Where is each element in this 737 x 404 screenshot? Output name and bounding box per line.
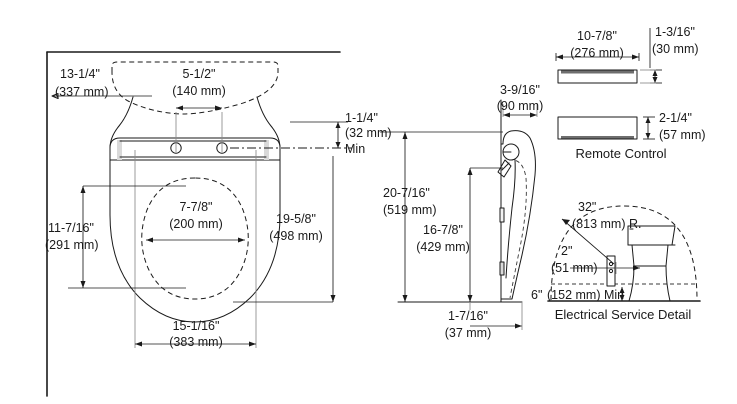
arrow-min-height-down (619, 295, 625, 301)
dim-total-height-imperial: 20-7/16" (383, 186, 430, 200)
dim-bowl-width-metric: (200 mm) (169, 217, 222, 231)
remote-control-group: 10-7/8" (276 mm) 1-3/16" (30 mm) 2-1/4" … (555, 25, 706, 161)
seat-side-inner-dashed (508, 159, 527, 299)
dim-seat-height-imperial: 16-7/8" (423, 223, 463, 237)
dim-wall-to-seat-metric: (337 mm) (55, 85, 108, 99)
arrow-bowl-width-right (238, 237, 245, 243)
seat-side-profile (500, 130, 536, 300)
arrow-bowl-length-bottom (80, 281, 86, 288)
toilet-bowl-right (665, 265, 671, 302)
dim-overall-width-imperial: 15-1/16" (173, 319, 220, 333)
remote-top-plate-shading (561, 70, 634, 74)
electrical-service-caption: Electrical Service Detail (555, 307, 692, 322)
dim-overall-width-metric: (383 mm) (169, 335, 222, 349)
remote-control-caption: Remote Control (575, 146, 666, 161)
dim-bowl-width-imperial: 7-7/8" (180, 200, 213, 214)
outlet-socket-lower (608, 268, 614, 274)
dim-radius-metric: (813 mm) R. (572, 217, 641, 231)
electrical-service-group: 32" (813 mm) R. 2" (51 mm) 6" (152 mm) M… (531, 200, 701, 322)
arrow-min-height-up (619, 287, 625, 293)
remote-body-shading (561, 136, 634, 139)
bowl-opening-dashed (141, 177, 249, 300)
dim-remote-width-metric: (276 mm) (570, 46, 623, 60)
dim-remote-plate-thickness-imperial: 1-3/16" (655, 25, 695, 39)
dim-bowl-length-metric: (291 mm) (45, 238, 98, 252)
electrical-outlet-box (606, 255, 616, 287)
toilet-tank-outline (627, 225, 676, 267)
arrow-depth-right (530, 112, 537, 118)
arrow-remote-width-right (632, 54, 639, 60)
top-view-group: 13-1/4" (337 mm) 5-1/2" (140 mm) 1-1/4" … (45, 51, 392, 397)
arrow-offset-right (633, 265, 640, 271)
outlet-socket-upper (608, 261, 614, 267)
arrow-bolt-spacing-left (176, 105, 183, 111)
dim-bowl-length-imperial: 11-7/16" (48, 221, 94, 235)
arrow-remote-plate-up (652, 70, 658, 76)
dim-bolt-spacing-metric: (140 mm) (172, 84, 225, 98)
dim-remote-body-thickness-metric: (57 mm) (659, 128, 706, 142)
hinge-plate-shadow-left (117, 140, 122, 160)
seat-outer-outline (109, 159, 281, 323)
arrow-min-up (335, 122, 341, 128)
hinge-plate-shadow-right (264, 140, 269, 160)
dim-base-offset-imperial: 1-7/16" (448, 309, 488, 323)
tank-outline-dashed (111, 61, 279, 115)
dim-overall-length-imperial: 19-5/8" (276, 212, 316, 226)
dim-wall-to-seat-imperial: 13-1/4" (60, 67, 100, 81)
arrow-bolt-spacing-right (215, 105, 222, 111)
dim-overall-length-metric: (498 mm) (269, 229, 322, 243)
dim-min-clearance-metric: (32 mm) (345, 126, 392, 140)
arrow-remote-width-left (556, 54, 563, 60)
arrow-remote-body-up (645, 117, 651, 123)
dim-remote-width-imperial: 10-7/8" (577, 29, 617, 43)
arrow-overall-width-left (135, 341, 142, 347)
nozzle-line (501, 162, 510, 171)
side-view-group: 3-9/16" (90 mm) 20-7/16" (519 mm) 16-7/8… (380, 83, 543, 340)
arrow-min-down (335, 142, 341, 148)
dim-bolt-spacing-imperial: 5-1/2" (183, 67, 216, 81)
arrow-remote-body-down (645, 133, 651, 139)
dim-min-height-imperial: 6" (531, 288, 542, 302)
dim-radius-imperial: 32" (578, 200, 596, 214)
dim-min-clearance-imperial: 1-1/4" (345, 111, 378, 125)
radius-arc-dashed (550, 205, 698, 301)
hinge-plate-outline (109, 137, 281, 161)
arrow-total-height-bottom (402, 295, 408, 302)
dim-offset-metric: (51 mm) (551, 261, 598, 275)
side-button-lower (499, 261, 505, 276)
dim-min-clearance-note: Min (345, 142, 365, 156)
arrow-depth-left (503, 112, 510, 118)
dim-min-height-metric: (152 mm) Min (547, 288, 624, 302)
radius-leader-line (561, 218, 615, 265)
arrow-remote-plate-down (652, 77, 658, 83)
arrow-wall-to-seat-left (51, 93, 59, 99)
toilet-bowl-left (628, 265, 635, 302)
arrow-overall-width-right (249, 341, 256, 347)
dim-remote-plate-thickness-metric: (30 mm) (652, 42, 699, 56)
arrow-radius-leader (562, 219, 570, 225)
arrow-base-offset-right (515, 323, 522, 329)
arrow-bowl-length-top (80, 186, 86, 193)
dim-total-height-metric: (519 mm) (383, 203, 436, 217)
dim-depth-imperial: 3-9/16" (500, 83, 540, 97)
dim-depth-metric: (90 mm) (497, 99, 544, 113)
arrow-total-height-top (402, 132, 408, 139)
arrow-seat-height-top (467, 168, 473, 175)
remote-body-outline (557, 116, 638, 140)
dim-seat-height-metric: (429 mm) (416, 240, 469, 254)
seat-shoulder-right (256, 96, 281, 149)
dim-base-offset-metric: (37 mm) (445, 326, 492, 340)
side-button-upper (499, 207, 505, 223)
dim-offset-imperial: 2" (561, 244, 572, 258)
arrow-seat-height-bottom (467, 295, 473, 302)
arrow-overall-length-bottom (330, 295, 336, 302)
dim-remote-body-thickness-imperial: 2-1/4" (659, 111, 692, 125)
seat-shoulder-left (109, 96, 134, 149)
arrow-bowl-width-left (146, 237, 153, 243)
